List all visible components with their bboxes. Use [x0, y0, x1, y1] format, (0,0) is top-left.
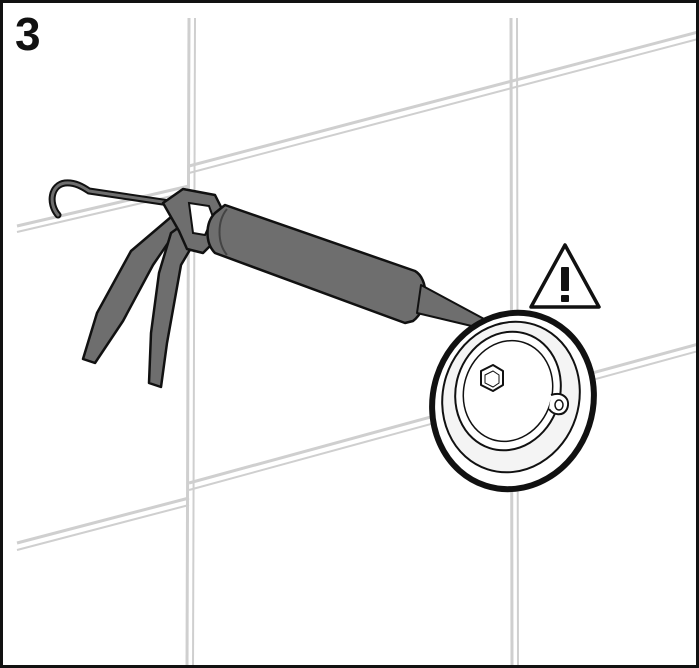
grout-line-diagonal-8: [16, 504, 190, 551]
suction-cup-mount-icon: [429, 309, 597, 493]
mount-nut: [480, 364, 504, 392]
grout-line-diagonal-1: [188, 31, 696, 168]
grout-line-diagonal-3: [16, 184, 190, 228]
illustration-canvas: [16, 17, 696, 665]
cartridge-tube: [206, 203, 427, 325]
grout-line-diagonal-7: [16, 496, 190, 545]
grout-line-vertical-2: [192, 17, 196, 665]
grout-line-diagonal-2: [188, 38, 696, 174]
caulking-gun-icon: [48, 179, 502, 389]
step-number: 3: [15, 8, 41, 60]
warning-triangle-icon: [529, 243, 601, 309]
tile-wall: [16, 17, 696, 665]
grout-line-vertical-1: [185, 17, 191, 665]
